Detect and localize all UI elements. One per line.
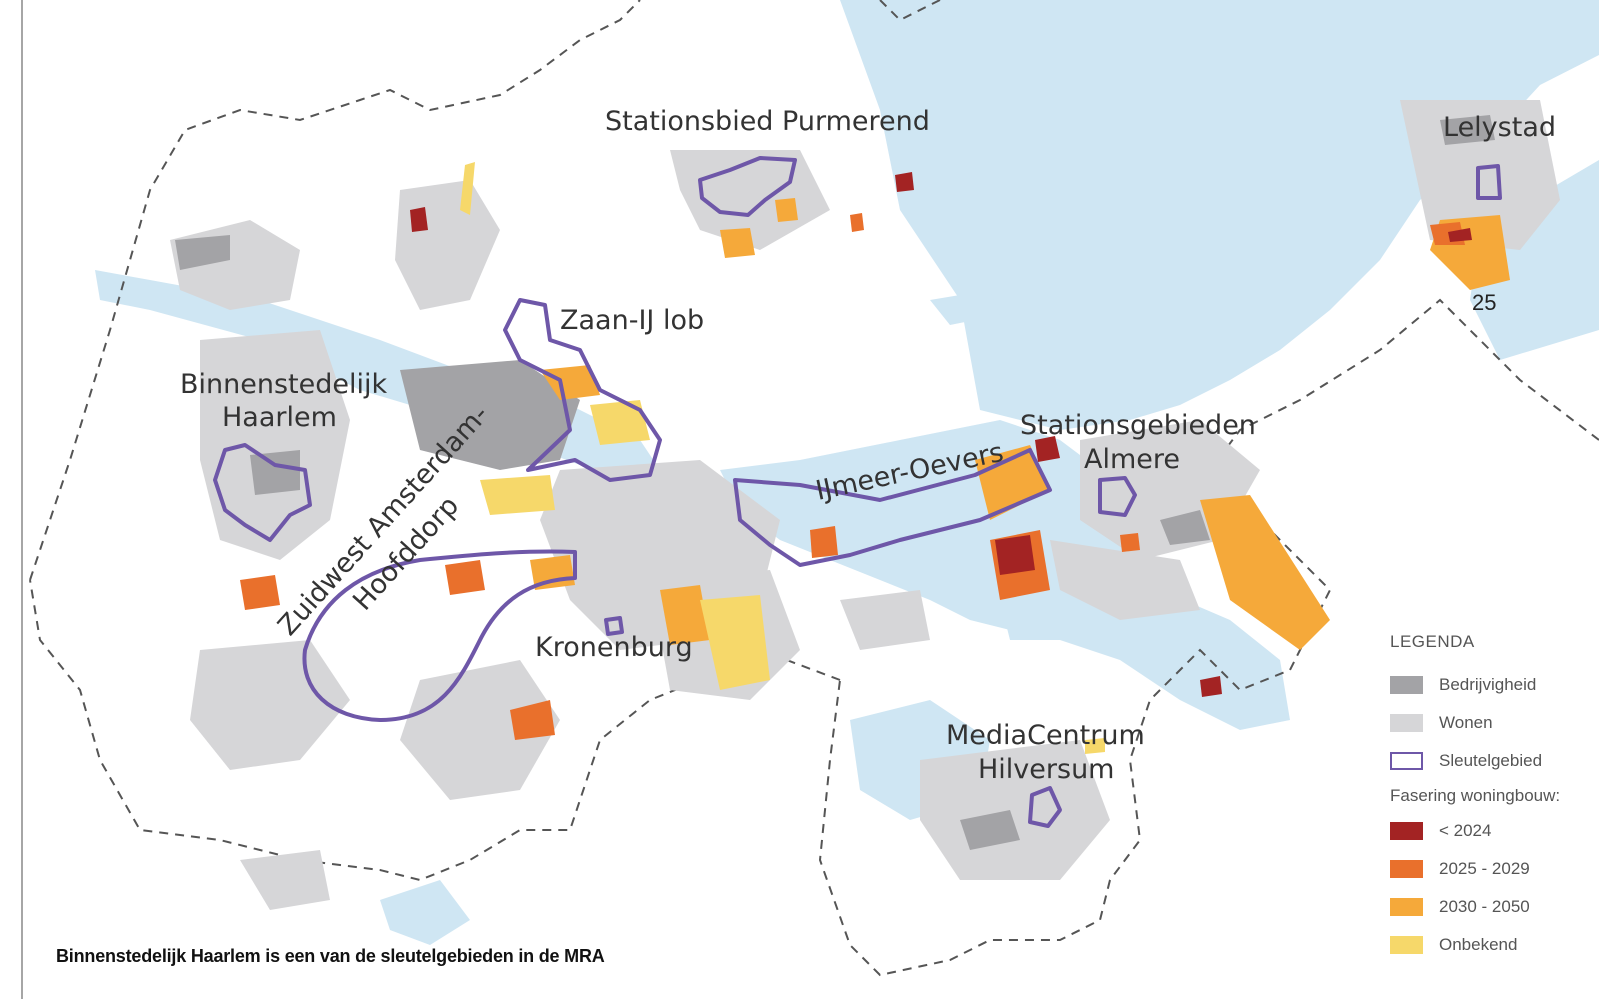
label-hilversum-2: Hilversum [978,754,1114,785]
legend-title: LEGENDA [1390,632,1475,651]
page-number: 25 [1472,290,1496,315]
legend-item-bedrijvigheid: Bedrijvigheid [1390,666,1590,704]
legend-label: 2025 - 2029 [1439,859,1530,878]
label-purmerend: Stationsbied Purmerend [605,106,930,137]
label-lelystad: Lelystad [1443,112,1556,143]
label-haarlem-1: Binnenstedelijk [180,369,387,400]
legend-label: < 2024 [1439,821,1492,840]
legend-item-phase-2025: 2025 - 2029 [1390,850,1590,888]
legend-item-phase-2030: 2030 - 2050 [1390,888,1590,926]
legend-label: Onbekend [1439,935,1518,954]
legend-label: Bedrijvigheid [1439,675,1537,694]
label-zaan-ij: Zaan-IJ lob [560,305,704,336]
phasing-blocks [240,162,1510,754]
map-legend: LEGENDA Bedrijvigheid Wonen Sleutelgebie… [1390,632,1590,964]
legend-swatch [1390,676,1423,694]
legend-item-phase-unknown: Onbekend [1390,926,1590,964]
legend-item-wonen: Wonen [1390,704,1590,742]
label-almere-1: Stationsgebieden [1020,410,1256,441]
legend-swatch [1390,752,1423,770]
legend-swatch [1390,714,1423,732]
legend-label: Sleutelgebied [1439,751,1543,770]
legend-swatch [1390,860,1423,878]
legend-swatch [1390,936,1423,954]
label-haarlem-2: Haarlem [222,402,337,433]
key-areas [213,156,1502,828]
wadden-strip [1470,160,1599,360]
label-kronenburg: Kronenburg [535,632,693,663]
legend-item-phase-2024: < 2024 [1390,812,1590,850]
legend-phasing-title: Fasering woningbouw: [1390,786,1561,805]
bedrijvigheid-areas [175,115,1495,850]
legend-label: Wonen [1439,713,1493,732]
map-caption: Binnenstedelijk Haarlem is een van de sl… [56,946,605,966]
markermeer-island [930,290,1000,325]
legend-item-sleutelgebied: Sleutelgebied [1390,742,1590,780]
legend-swatch [1390,898,1423,916]
label-almere-2: Almere [1084,444,1180,475]
lake-southwest [380,880,470,945]
label-hilversum-1: MediaCentrum [946,720,1145,751]
legend-label: 2030 - 2050 [1439,897,1530,916]
legend-swatch [1390,822,1423,840]
region-boundary [29,0,1599,977]
